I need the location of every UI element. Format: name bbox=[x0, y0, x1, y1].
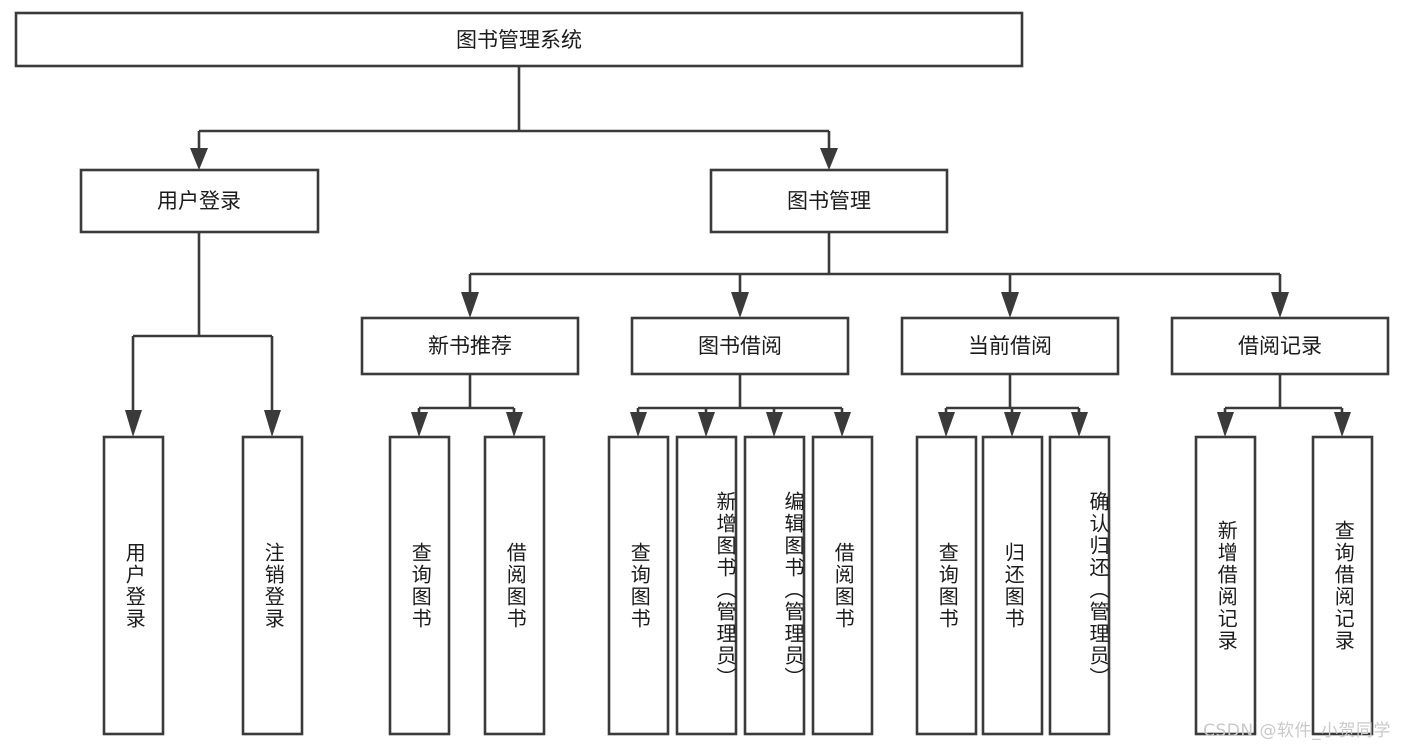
arrowhead-leaf-return-book bbox=[1004, 412, 1021, 437]
arrowhead-leaf-borrow-book-1 bbox=[506, 412, 523, 437]
arrowhead-book-borrow bbox=[731, 292, 749, 318]
arrowhead-current-borrow bbox=[1001, 292, 1019, 318]
node-borrow-record-box[interactable] bbox=[1170, 316, 1390, 376]
arrowhead-leaf-edit-book bbox=[766, 412, 783, 437]
node-book-borrow[interactable]: 图书借阅 bbox=[630, 316, 850, 376]
connector-group-book-management-to-level3 bbox=[461, 232, 1289, 318]
node-leaf-query-book-1-box[interactable] bbox=[388, 435, 451, 736]
arrowhead-leaf-query-book-3 bbox=[938, 412, 955, 437]
node-leaf-user-login-box[interactable] bbox=[102, 435, 165, 736]
node-book-management-box[interactable] bbox=[709, 168, 949, 234]
node-book-management-label: 图书管理 bbox=[787, 189, 871, 213]
node-book-borrow-label: 图书借阅 bbox=[698, 334, 782, 358]
arrowhead-leaf-user-login bbox=[125, 410, 142, 437]
node-leaf-add-book-box[interactable] bbox=[675, 435, 738, 736]
connector-group-book-borrow-to-leaves bbox=[630, 374, 851, 437]
node-root[interactable]: 图书管理系统 bbox=[14, 11, 1024, 68]
node-leaf-edit-book-box[interactable] bbox=[743, 435, 806, 736]
arrowhead-leaf-borrow-book-2 bbox=[834, 412, 851, 437]
node-book-management[interactable]: 图书管理 bbox=[709, 168, 949, 234]
node-borrow-record[interactable]: 借阅记录 bbox=[1170, 316, 1390, 376]
node-new-book-recommend-box[interactable] bbox=[360, 316, 580, 376]
connector-group-current-borrow-to-leaves bbox=[938, 374, 1088, 437]
node-current-borrow-box[interactable] bbox=[900, 316, 1120, 376]
node-new-book-recommend[interactable]: 新书推荐 bbox=[360, 316, 580, 376]
connector-group-new-book-recommend-to-leaves bbox=[411, 374, 523, 437]
arrowhead-leaf-confirm-return bbox=[1071, 412, 1088, 437]
arrowhead-leaf-query-book-2 bbox=[630, 412, 647, 437]
node-user-login[interactable]: 用户登录 bbox=[79, 168, 320, 234]
arrowhead-borrow-record bbox=[1271, 292, 1289, 318]
watermark-text: CSDN @软件_小贺同学 bbox=[1203, 721, 1391, 741]
node-root-label: 图书管理系统 bbox=[456, 28, 582, 52]
connector-group-root-to-level2 bbox=[190, 66, 838, 170]
node-leaf-query-record-box[interactable] bbox=[1311, 435, 1374, 736]
node-leaf-borrow-book-2-box[interactable] bbox=[811, 435, 874, 736]
node-leaf-borrow-book-1-box[interactable] bbox=[483, 435, 546, 736]
node-new-book-recommend-label: 新书推荐 bbox=[428, 334, 512, 358]
node-current-borrow[interactable]: 当前借阅 bbox=[900, 316, 1120, 376]
arrowhead-leaf-logout bbox=[264, 410, 281, 437]
node-user-login-box[interactable] bbox=[79, 168, 320, 234]
node-borrow-record-label: 借阅记录 bbox=[1238, 334, 1322, 358]
arrowhead-leaf-add-record bbox=[1217, 412, 1234, 437]
node-leaf-add-record-box[interactable] bbox=[1194, 435, 1257, 736]
leaf-box-group bbox=[102, 435, 1374, 736]
node-leaf-query-book-2-box[interactable] bbox=[607, 435, 670, 736]
connector-group-borrow-record-to-leaves bbox=[1217, 374, 1351, 437]
node-root-box[interactable] bbox=[14, 11, 1024, 68]
node-leaf-query-book-3-box[interactable] bbox=[915, 435, 978, 736]
arrowhead-user-login bbox=[190, 148, 208, 170]
arrowhead-leaf-query-book-1 bbox=[411, 412, 428, 437]
node-leaf-logout-box[interactable] bbox=[241, 435, 304, 736]
connector-group-user-login-to-leaves bbox=[125, 232, 281, 437]
arrowhead-leaf-query-record bbox=[1334, 412, 1351, 437]
node-leaf-confirm-return-box[interactable] bbox=[1048, 435, 1111, 736]
arrowhead-leaf-add-book bbox=[698, 412, 715, 437]
node-book-borrow-box[interactable] bbox=[630, 316, 850, 376]
node-user-login-label: 用户登录 bbox=[157, 189, 241, 213]
node-leaf-return-book-box[interactable] bbox=[981, 435, 1044, 736]
arrowhead-new-book-recommend bbox=[461, 292, 479, 318]
arrowhead-book-management bbox=[820, 148, 838, 170]
node-current-borrow-label: 当前借阅 bbox=[968, 334, 1052, 358]
